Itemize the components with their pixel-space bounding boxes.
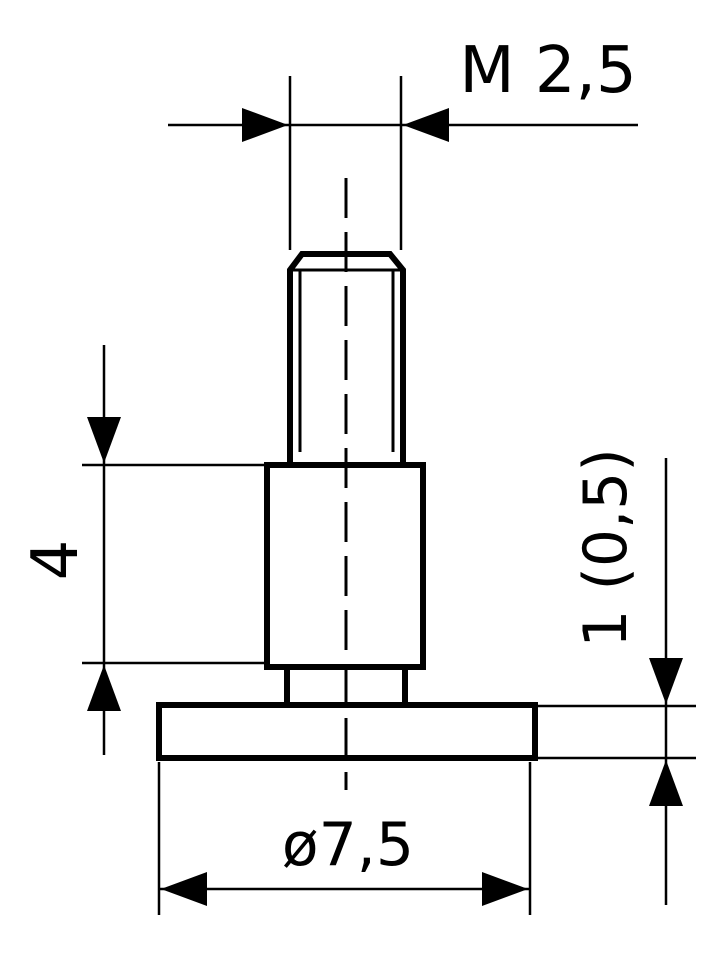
arrow-icon	[161, 872, 207, 906]
arrow-icon	[482, 872, 528, 906]
diameter-dimension	[157, 762, 532, 915]
arrow-icon	[87, 665, 121, 711]
arrow-icon	[242, 108, 288, 142]
thickness-label: 1 (0,5)	[571, 448, 641, 647]
height-label: 4	[19, 540, 93, 581]
arrow-icon	[403, 108, 449, 142]
thread-label: M 2,5	[459, 34, 636, 108]
arrow-icon	[649, 760, 683, 806]
arrow-icon	[87, 417, 121, 463]
arrow-icon	[649, 658, 683, 704]
diameter-label: ø7,5	[282, 810, 414, 880]
